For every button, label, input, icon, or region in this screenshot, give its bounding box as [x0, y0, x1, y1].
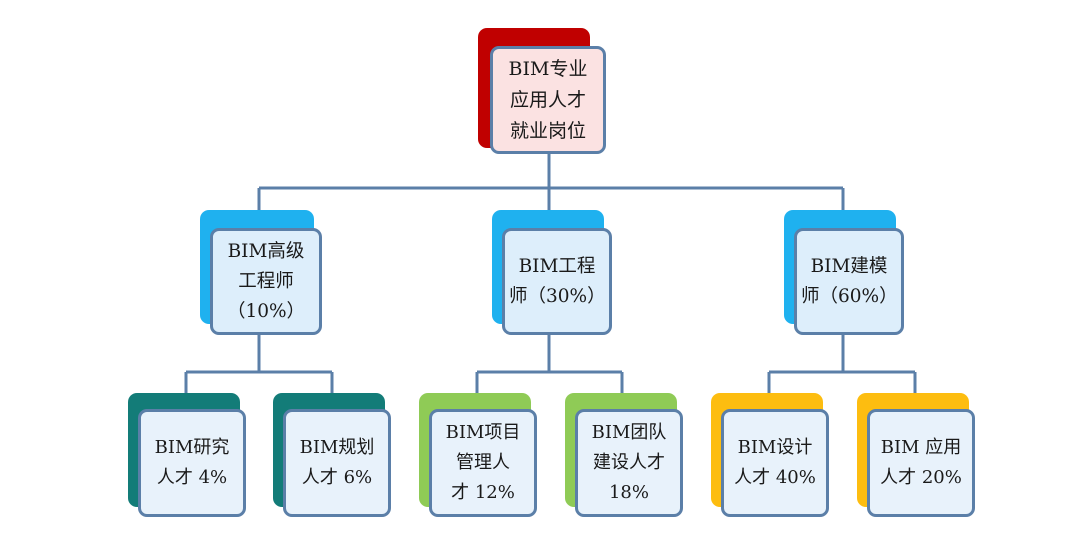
leaf-node-label: BIM项目 管理人 才 12%	[429, 409, 537, 517]
branch-node-label: BIM建模 师（60%）	[794, 228, 904, 335]
branch-node-modeler: BIM建模 师（60%）	[784, 210, 904, 335]
leaf-node-team-building: BIM团队 建设人才 18%	[565, 393, 683, 517]
leaf-node-design: BIM设计 人才 40%	[711, 393, 829, 517]
leaf-node-label: BIM团队 建设人才 18%	[575, 409, 683, 517]
leaf-node-label: BIM 应用 人才 20%	[867, 409, 975, 517]
leaf-node-label: BIM研究 人才 4%	[138, 409, 246, 517]
branch-node-label: BIM工程 师（30%）	[502, 228, 612, 335]
leaf-node-label: BIM规划 人才 6%	[283, 409, 391, 517]
root-node-label: BIM专业 应用人才 就业岗位	[490, 46, 606, 154]
leaf-node-project-management: BIM项目 管理人 才 12%	[419, 393, 537, 517]
leaf-node-label: BIM设计 人才 40%	[721, 409, 829, 517]
leaf-node-application: BIM 应用 人才 20%	[857, 393, 975, 517]
leaf-node-research: BIM研究 人才 4%	[128, 393, 246, 517]
root-node: BIM专业 应用人才 就业岗位	[478, 28, 606, 154]
leaf-node-planning: BIM规划 人才 6%	[273, 393, 391, 517]
branch-node-label: BIM高级 工程师 （10%）	[210, 228, 322, 335]
branch-node-engineer: BIM工程 师（30%）	[492, 210, 612, 335]
branch-node-senior-engineer: BIM高级 工程师 （10%）	[200, 210, 322, 335]
